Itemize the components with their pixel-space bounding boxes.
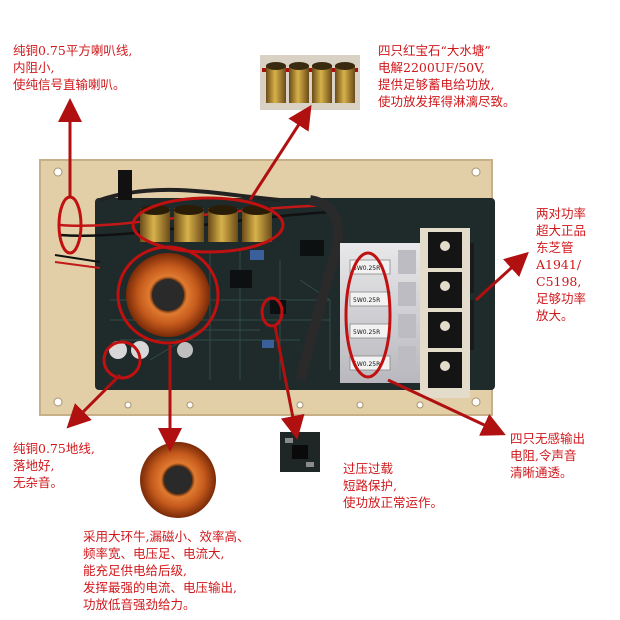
highlight-protection [260, 296, 284, 328]
annotation-ground-wire: 纯铜0.75地线, 落地好, 无杂音。 [13, 441, 95, 490]
highlight-resistors [344, 251, 392, 379]
highlight-capacitors [131, 196, 285, 254]
annotation-speaker-wire: 纯铜0.75平方喇叭线, 内阻小, 使纯信号直输喇叭。 [13, 43, 133, 92]
annotation-output-resistors: 四只无感输出 电阻,令声音 清晰通透。 [510, 431, 586, 480]
highlight-ground [102, 340, 142, 380]
highlight-toroid [116, 245, 220, 345]
transistors-inset-photo [420, 228, 470, 398]
protection-ic-inset-photo [280, 432, 320, 472]
board-capacitors [140, 205, 272, 242]
resistor-label: 5W0.25R [353, 329, 380, 336]
annotation-power-transistors: 两对功率 超大正品 东芝管 A1941/ C5198, 足够功率 放大。 [536, 206, 587, 323]
resistor-label: 5W0.25R [353, 265, 380, 272]
resistor-label: 5W0.25R [353, 361, 380, 368]
annotation-capacitors: 四只红宝石“大水塘” 电解2200UF/50V, 提供足够蓄电给功放, 使功放发… [378, 43, 516, 109]
annotation-protection: 过压过载 短路保护, 使功放正常运作。 [343, 461, 444, 510]
toroid-inset-photo [140, 442, 216, 518]
annotation-toroid: 采用大环牛,漏磁小、效率高、 频率宽、电压足、电流大, 能充足供电给后级, 发挥… [83, 529, 250, 612]
resistor-label: 5W0.25R [353, 297, 380, 304]
capacitors-inset-photo [260, 55, 360, 110]
